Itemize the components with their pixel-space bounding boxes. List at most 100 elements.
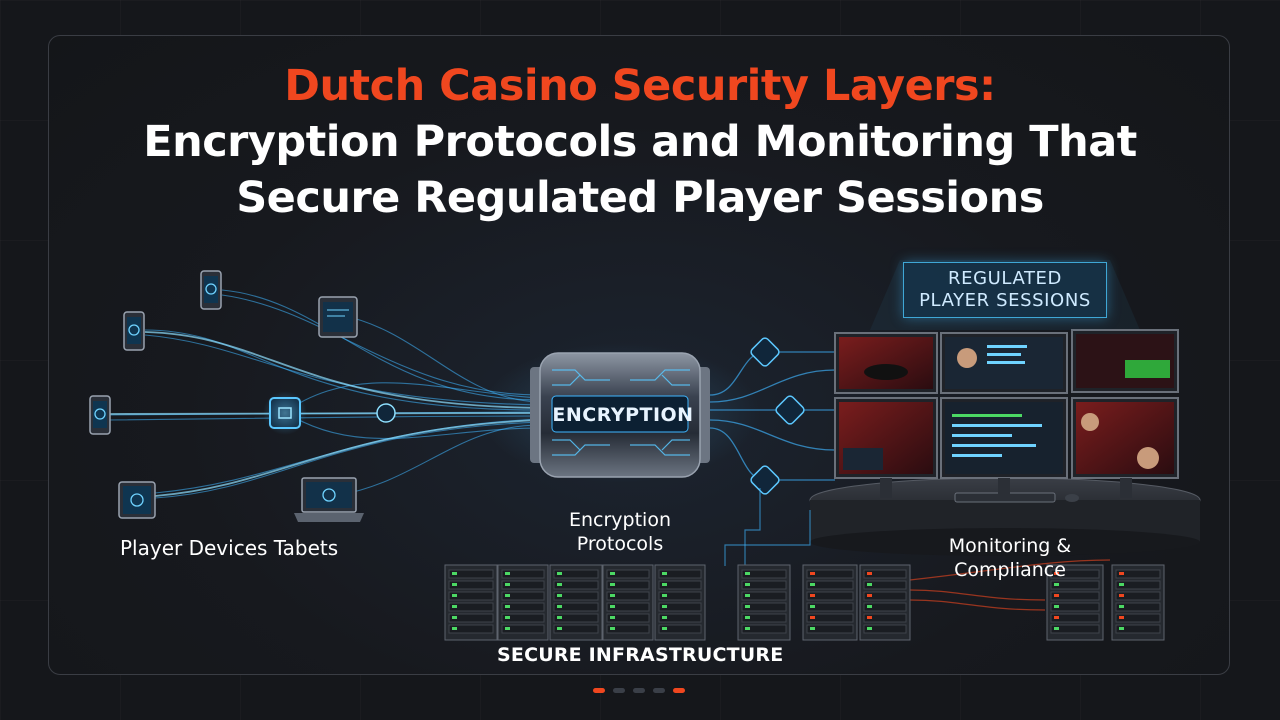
server-slot: [1115, 602, 1161, 612]
server-slot: [658, 602, 702, 612]
server-led: [745, 627, 750, 630]
network-hub-icon: [263, 391, 307, 435]
encryption-protocols-label: Encryption Protocols: [540, 508, 700, 556]
server-led: [610, 605, 615, 608]
server-slot: [863, 580, 907, 590]
server-led: [452, 616, 457, 619]
server-slot: [658, 591, 702, 601]
server-slot: [1050, 580, 1100, 590]
server-slot: [806, 602, 854, 612]
server-slot: [448, 591, 494, 601]
server-led: [610, 583, 615, 586]
server-led: [867, 583, 872, 586]
page-title: Dutch Casino Security Layers: Encryption…: [0, 58, 1280, 226]
pager-dot[interactable]: [613, 688, 625, 693]
server-slot: [448, 624, 494, 634]
server-slot: [448, 569, 494, 579]
server-led: [1054, 616, 1059, 619]
server-led: [1054, 594, 1059, 597]
server-slot: [448, 613, 494, 623]
player-devices-label: Player Devices Tabets: [120, 536, 339, 560]
server-slot: [501, 591, 545, 601]
server-led: [557, 572, 562, 575]
protocols-line-1: Encryption: [568, 509, 671, 531]
server-slot: [501, 580, 545, 590]
server-slot: [553, 624, 599, 634]
server-led: [867, 572, 872, 575]
server-slot: [606, 591, 650, 601]
title-line-3: Secure Regulated Player Sessions: [236, 173, 1044, 223]
monitor-wall: [834, 329, 1179, 498]
server-slot: [553, 580, 599, 590]
tablet-device-icon: [118, 481, 156, 519]
server-led: [505, 594, 510, 597]
server-slot: [606, 580, 650, 590]
server-slot: [658, 569, 702, 579]
encryption-label: ENCRYPTION: [552, 404, 694, 426]
server-led: [1119, 572, 1124, 575]
server-slot: [1050, 602, 1100, 612]
server-slot: [1050, 569, 1100, 579]
server-rack: [444, 564, 1165, 641]
server-led: [505, 616, 510, 619]
server-led: [810, 627, 815, 630]
server-led: [1054, 583, 1059, 586]
server-led: [505, 572, 510, 575]
server-slot: [863, 602, 907, 612]
server-led: [557, 627, 562, 630]
pager-dot[interactable]: [653, 688, 665, 693]
laptop-device-icon: [294, 477, 364, 522]
pager-dot[interactable]: [673, 688, 685, 693]
server-led: [505, 627, 510, 630]
server-led: [745, 616, 750, 619]
server-led: [810, 583, 815, 586]
server-slot: [1050, 613, 1100, 623]
server-led: [1119, 594, 1124, 597]
secure-infrastructure-label: SECURE INFRASTRUCTURE: [497, 644, 784, 666]
server-slot: [1115, 624, 1161, 634]
server-led: [745, 572, 750, 575]
data-streams-bright: [107, 331, 541, 497]
protocols-line-2: Protocols: [576, 533, 664, 555]
server-led: [557, 594, 562, 597]
monitoring-line-2: Compliance: [954, 559, 1066, 581]
server-slot: [1115, 580, 1161, 590]
server-led: [610, 594, 615, 597]
server-led: [662, 572, 667, 575]
server-led: [810, 594, 815, 597]
server-slot: [1115, 591, 1161, 601]
server-led: [557, 583, 562, 586]
server-slot: [863, 591, 907, 601]
server-led: [745, 583, 750, 586]
server-led: [810, 572, 815, 575]
server-slot: [1050, 591, 1100, 601]
server-slot: [501, 613, 545, 623]
sessions-line-1: REGULATED: [948, 268, 1062, 289]
server-led: [1119, 627, 1124, 630]
server-led: [1054, 572, 1059, 575]
server-led: [662, 627, 667, 630]
server-led: [452, 572, 457, 575]
server-led: [557, 605, 562, 608]
server-slot: [806, 624, 854, 634]
server-led: [505, 605, 510, 608]
server-slot: [448, 602, 494, 612]
server-led: [452, 583, 457, 586]
node-icon: [775, 395, 805, 425]
server-slot: [553, 602, 599, 612]
server-led: [610, 572, 615, 575]
phone-device-icon: [200, 270, 222, 310]
server-led: [1119, 583, 1124, 586]
title-line-1: Dutch Casino Security Layers:: [284, 61, 996, 111]
server-slot: [806, 569, 854, 579]
pager-dot[interactable]: [633, 688, 645, 693]
server-led: [1054, 627, 1059, 630]
tablet-device-icon: [318, 296, 358, 338]
server-slot: [658, 613, 702, 623]
pager-dot[interactable]: [593, 688, 605, 693]
server-led: [452, 594, 457, 597]
server-slot: [553, 591, 599, 601]
server-slot: [448, 580, 494, 590]
title-line-2: Encryption Protocols and Monitoring That: [143, 117, 1137, 167]
